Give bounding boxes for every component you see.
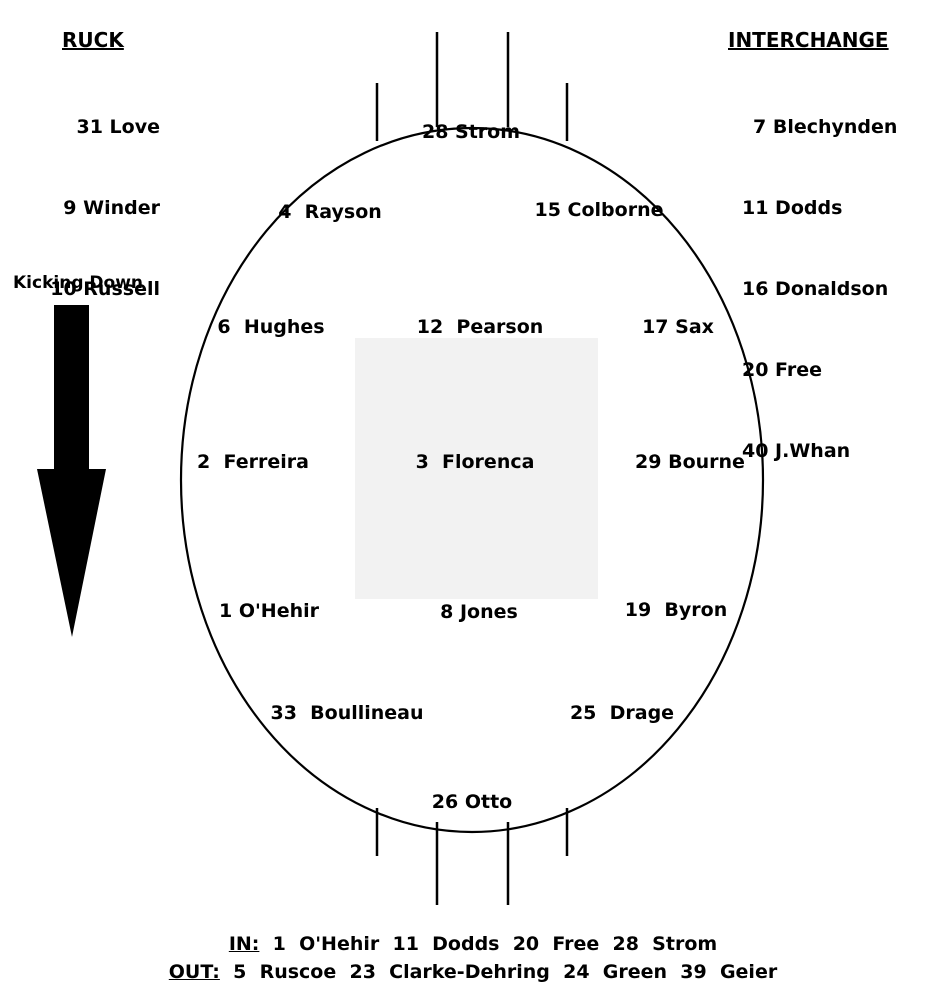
interchange-player: 20 Free (742, 359, 822, 381)
wing-right: 29 Bourne (635, 451, 745, 473)
interchange-list: 7 Blechynden 11 Dodds 16 Donaldson 20 Fr… (742, 60, 897, 492)
centre-half-back: 8 Jones (440, 601, 518, 623)
interchange-player: 16 Donaldson (742, 278, 889, 300)
outs-line: OUT: 5 Ruscoe 23 Clarke-Dehring 24 Green… (0, 961, 946, 983)
boundary-line (179, 126, 765, 834)
outs-label: OUT: (168, 961, 220, 983)
centre-square (355, 338, 598, 599)
back-pocket-right: 25 Drage (569, 702, 675, 724)
ins-players: 1 O'Hehir 11 Dodds 20 Free 28 Strom (272, 933, 718, 955)
ruck-list: 31 Love 9 Winder 10 Russell (40, 60, 160, 330)
half-forward-right: 17 Sax (642, 316, 714, 338)
forward-pocket-left: 4 Rayson (278, 201, 382, 223)
centre-half-forward: 12 Pearson (416, 316, 544, 338)
forward-pocket-right: 15 Colborne (534, 199, 664, 221)
down-arrow-icon (37, 305, 106, 637)
outs-players: 5 Ruscoe 23 Clarke-Dehring 24 Green 39 G… (233, 961, 778, 983)
ruck-heading: RUCK (62, 28, 124, 52)
interchange-player: 40 J.Whan (742, 440, 851, 462)
full-back: 26 Otto (431, 791, 513, 813)
half-forward-left: 6 Hughes (217, 316, 325, 338)
ruck-player: 31 Love (76, 116, 161, 138)
ruck-player: 9 Winder (63, 197, 160, 219)
half-back-left: 1 O'Hehir (218, 600, 320, 622)
ins-line: IN: 1 O'Hehir 11 Dodds 20 Free 28 Strom (0, 933, 946, 955)
interchange-heading: INTERCHANGE (728, 28, 889, 52)
ins-label: IN: (228, 933, 260, 955)
ruck-player: 10 Russell (50, 278, 160, 300)
interchange-player: 7 Blechynden (753, 116, 898, 138)
half-back-right: 19 Byron (624, 599, 728, 621)
full-forward: 28 Strom (421, 121, 521, 143)
interchange-player: 11 Dodds (742, 197, 843, 219)
centre: 3 Florenca (415, 451, 535, 473)
kicking-direction-label: Kicking Down (13, 273, 143, 293)
back-pocket-left: 33 Boullineau (270, 702, 424, 724)
wing-left: 2 Ferreira (197, 451, 309, 473)
